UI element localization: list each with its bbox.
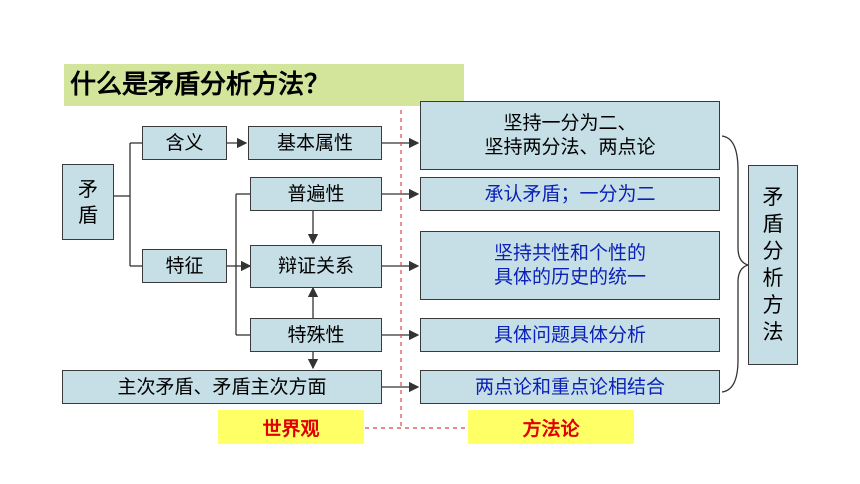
method-char-5: 方 (762, 292, 784, 317)
worldview-label: 世界观 (218, 410, 364, 444)
method-char-1: 矛 (762, 185, 784, 210)
contradiction-box: 矛 盾 (62, 164, 114, 240)
method-char-6: 法 (762, 319, 784, 344)
right-box-3-line-1: 坚持共性和个性的 (493, 241, 646, 264)
contradiction-char-2: 盾 (78, 203, 98, 227)
dialectic-relation-box: 辩证关系 (250, 245, 382, 288)
universality-box: 普遍性 (250, 177, 382, 211)
particularity-box: 特殊性 (250, 318, 382, 352)
right-box-1: 坚持一分为二、 坚持两分法、两点论 (420, 101, 720, 170)
right-box-4: 具体问题具体分析 (420, 318, 720, 352)
basic-attribute-box: 基本属性 (248, 126, 382, 160)
right-box-3-line-2: 具体的历史的统一 (493, 265, 646, 288)
method-char-2: 盾 (762, 212, 784, 237)
contradiction-char-1: 矛 (78, 177, 98, 201)
meaning-box: 含义 (142, 126, 227, 160)
principal-secondary-box: 主次矛盾、矛盾主次方面 (62, 370, 382, 404)
right-box-2: 承认矛盾；一分为二 (420, 177, 720, 211)
right-box-1-line-2: 坚持两分法、两点论 (484, 135, 656, 158)
diagram-title: 什么是矛盾分析方法？ (64, 64, 464, 106)
right-box-5: 两点论和重点论相结合 (420, 370, 720, 404)
method-box: 矛 盾 分 析 方 法 (748, 165, 798, 365)
method-char-4: 析 (762, 266, 784, 290)
right-box-3: 坚持共性和个性的 具体的历史的统一 (420, 231, 720, 300)
methodology-label: 方法论 (468, 410, 634, 444)
right-box-1-line-1: 坚持一分为二、 (503, 111, 637, 134)
features-box: 特征 (142, 249, 227, 283)
method-char-3: 分 (762, 239, 784, 264)
